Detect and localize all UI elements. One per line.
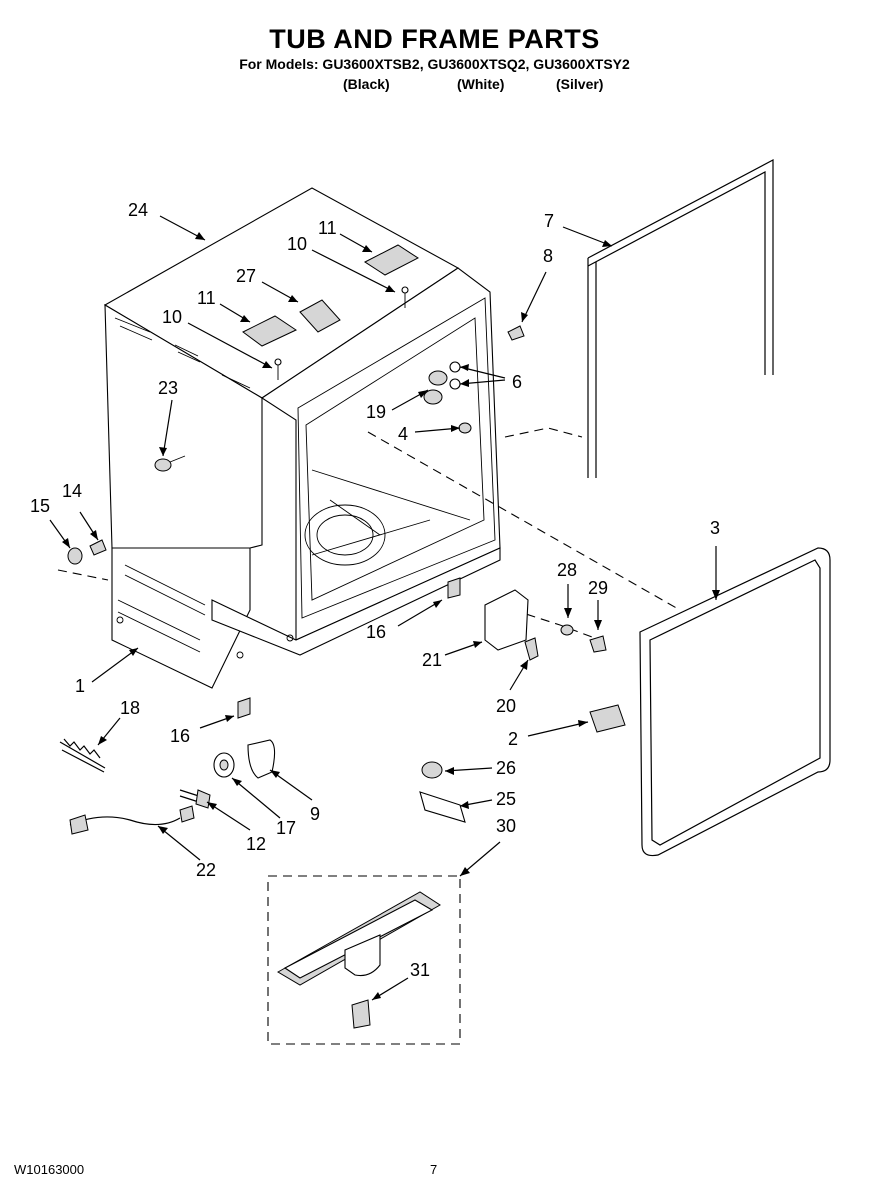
callout-17: 17 [276, 818, 296, 838]
spray-arm-part-30 [276, 891, 441, 1029]
door-hinge-hardware [179, 739, 276, 809]
callout-29: 29 [588, 578, 608, 598]
color-black-label: (Black) [343, 76, 390, 92]
callout-23: 23 [158, 378, 178, 398]
door-gasket [639, 547, 831, 857]
alignment-line [57, 569, 109, 581]
callout-19: 19 [366, 402, 386, 422]
callout-20: 20 [496, 696, 516, 716]
leveling-leg [237, 697, 251, 719]
callout-14: 14 [62, 481, 82, 501]
callout-26: 26 [496, 758, 516, 778]
callout-11: 11 [318, 218, 337, 238]
callout-1: 1 [75, 676, 85, 696]
color-white-label: (White) [457, 76, 505, 92]
callout-4: 4 [398, 424, 408, 444]
callout-22: 22 [196, 860, 216, 880]
callout-6: 6 [512, 372, 522, 392]
callout-28: 28 [557, 560, 577, 580]
tub-assembly [103, 187, 501, 689]
callout-31: 31 [410, 960, 430, 980]
callout-11: 11 [197, 288, 216, 308]
callout-24: 24 [128, 200, 148, 220]
callout-27: 27 [236, 266, 256, 286]
callout-10: 10 [162, 307, 182, 327]
part-14-screw [89, 539, 107, 556]
callout-25: 25 [496, 789, 516, 809]
callout-numbers: 24 11 10 27 11 10 23 7 8 6 19 4 14 15 1 … [30, 200, 720, 980]
callout-12: 12 [246, 834, 266, 854]
model-list: For Models: GU3600XTSB2, GU3600XTSQ2, GU… [239, 56, 630, 72]
callout-30: 30 [496, 816, 516, 836]
cable-part-22 [69, 816, 181, 826]
callout-21: 21 [422, 650, 442, 670]
color-silver-label: (Silver) [556, 76, 604, 92]
alignment-line [504, 427, 583, 438]
callout-16: 16 [170, 726, 190, 746]
callout-18: 18 [120, 698, 140, 718]
page-title: TUB AND FRAME PARTS [269, 24, 600, 54]
page-number: 7 [430, 1162, 438, 1177]
side-gasket [587, 159, 774, 478]
part-15-nut [67, 547, 83, 565]
part-30-kit-box [267, 875, 461, 1045]
callout-8: 8 [543, 246, 553, 266]
callout-7: 7 [544, 211, 554, 231]
document-number: W10163000 [14, 1162, 85, 1177]
callout-3: 3 [710, 518, 720, 538]
callout-16: 16 [366, 622, 386, 642]
part-2-latch [589, 704, 626, 733]
screw-part-8 [507, 325, 525, 341]
callout-10: 10 [287, 234, 307, 254]
door-hardware [423, 361, 472, 434]
callout-15: 15 [30, 496, 50, 516]
spring-part-18 [59, 738, 106, 773]
leader-lines [49, 215, 720, 1001]
part-25-bracket [419, 791, 466, 823]
bracket-hardware [484, 589, 607, 661]
callout-9: 9 [310, 804, 320, 824]
callout-2: 2 [508, 729, 518, 749]
part-26 [421, 761, 443, 779]
leveling-leg [447, 577, 461, 599]
